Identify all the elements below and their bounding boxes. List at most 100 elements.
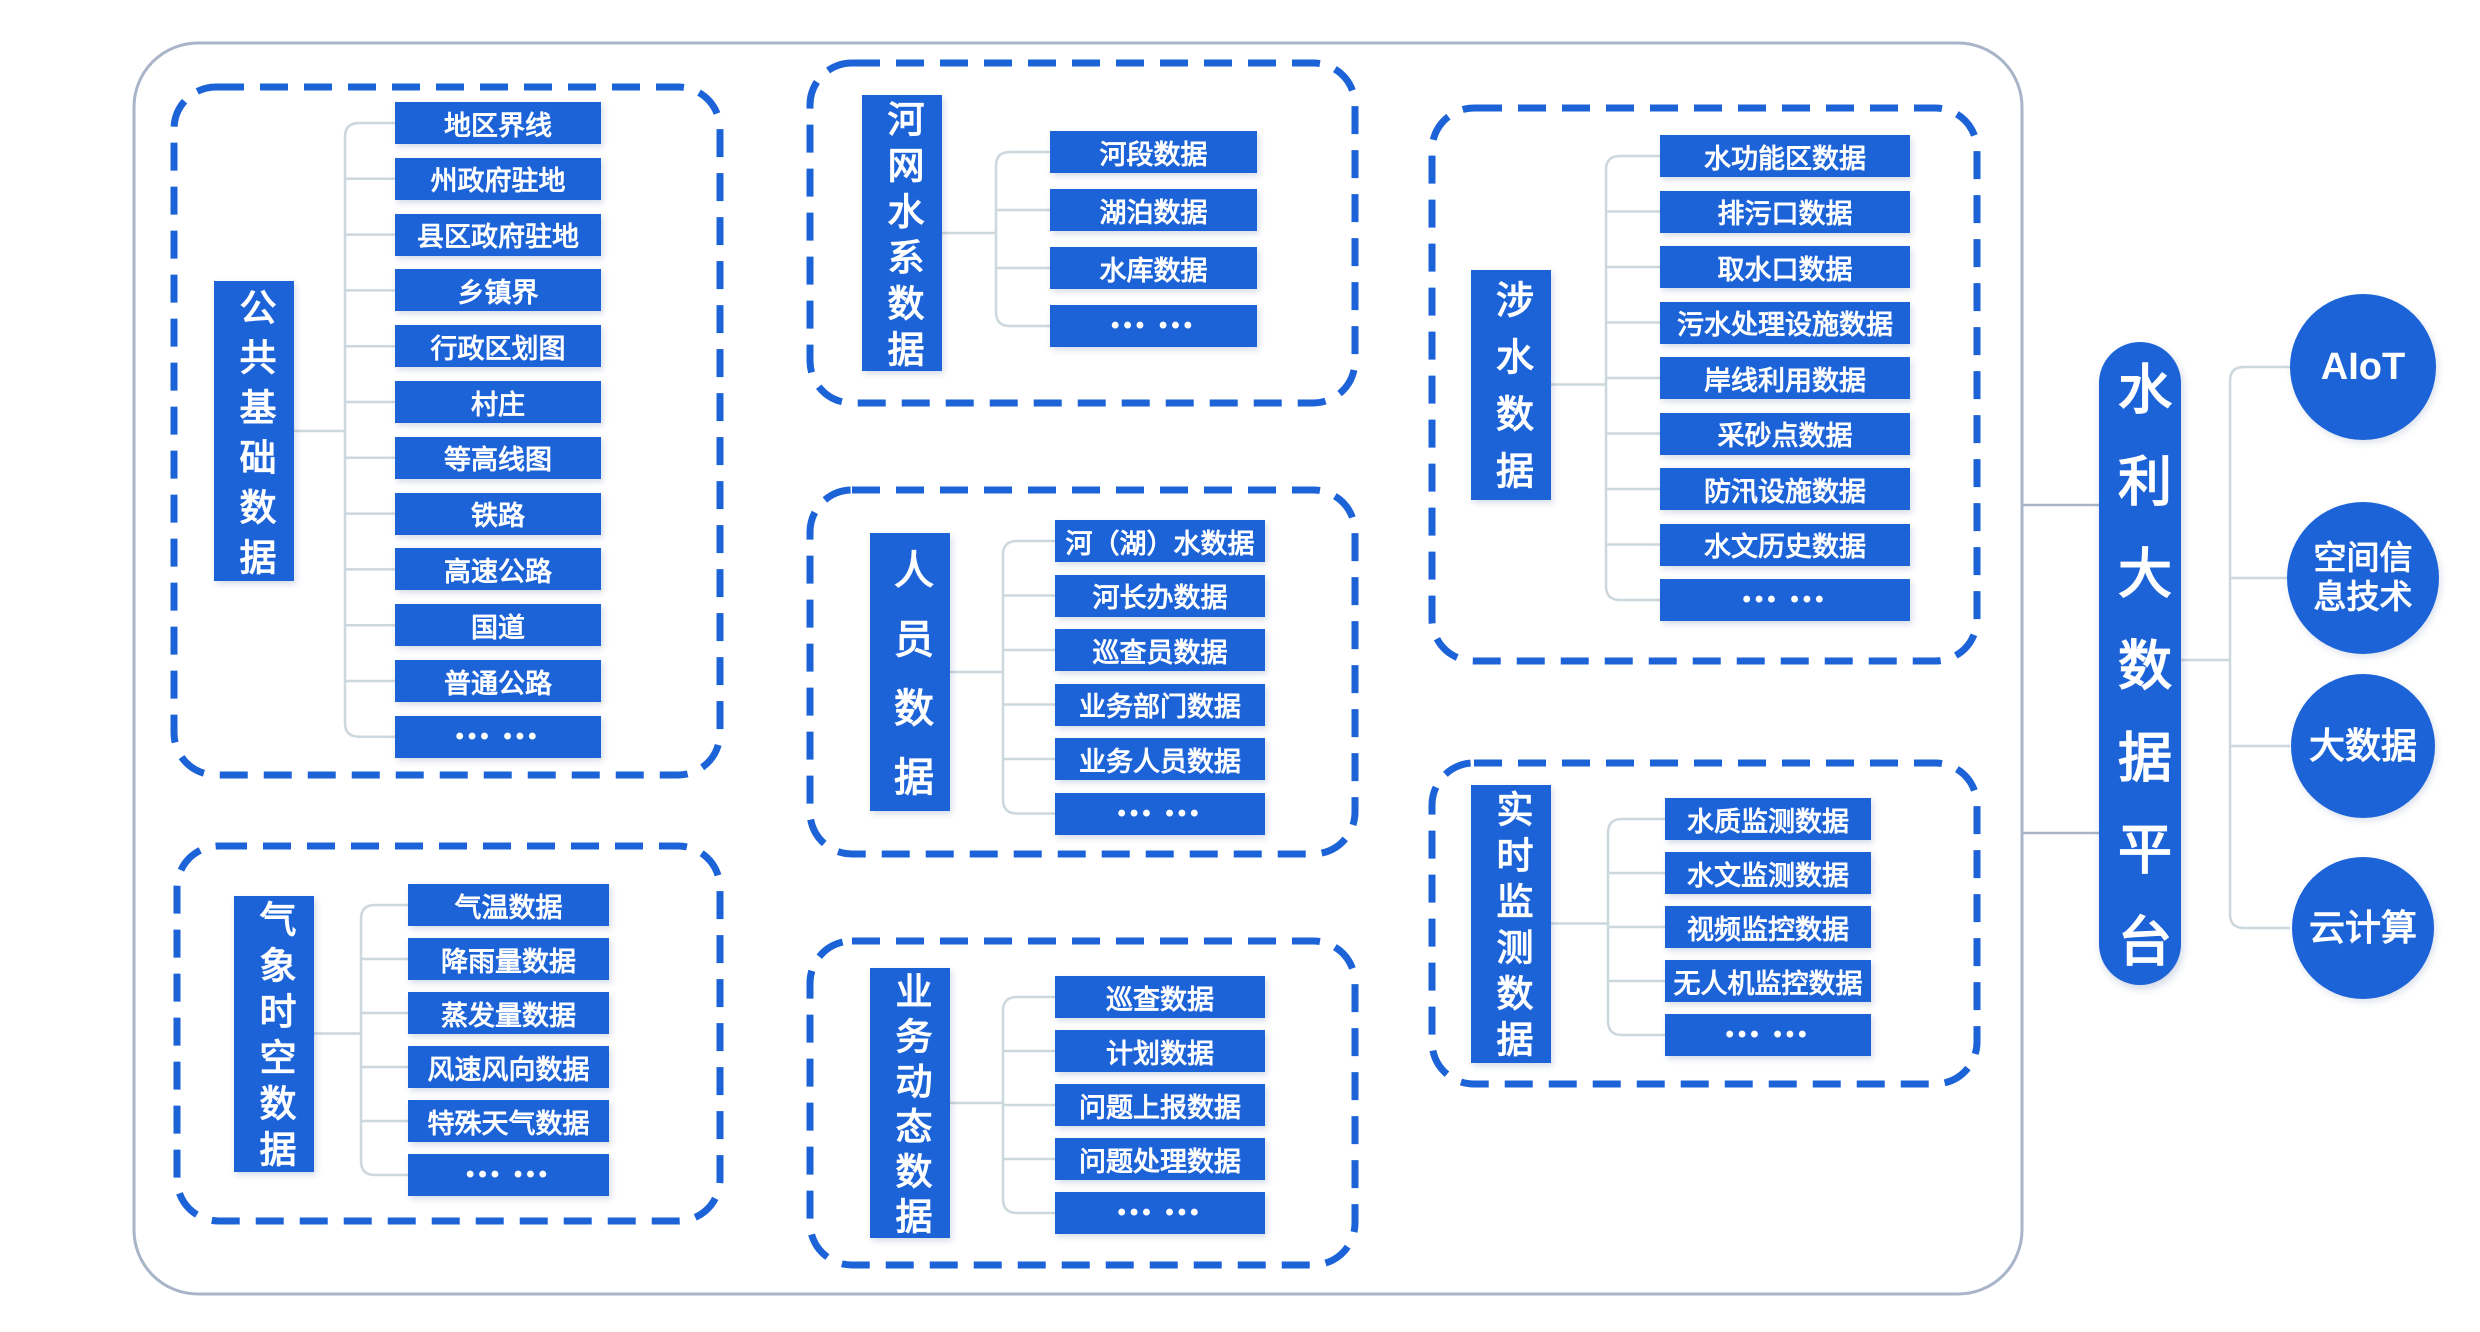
tech-node-label: 大数据	[2308, 724, 2417, 766]
item-label: 采砂点数据	[1717, 421, 1853, 451]
item-label: 水文历史数据	[1704, 532, 1866, 562]
realtime-monitoring-data-item: 水质监测数据	[1665, 798, 1871, 840]
item-label: ••• •••	[1117, 1199, 1203, 1226]
group-label-text: 河网水系数据	[882, 99, 923, 376]
personnel-data-item: 河长办数据	[1055, 574, 1265, 617]
meteorological-data-item: 降雨量数据	[408, 938, 609, 980]
group-label-personnel-data: 人员数据	[870, 533, 950, 825]
tech-node-label: AIoT	[2320, 345, 2406, 388]
personnel-data-item: 业务人员数据	[1055, 738, 1265, 780]
item-label: 水质监测数据	[1687, 806, 1849, 837]
item-label: 水功能区数据	[1704, 143, 1866, 174]
group-outline-water-related-data	[1428, 104, 1981, 665]
business-dynamic-data-item: 巡查数据	[1055, 976, 1265, 1018]
meteorological-data-item: 特殊天气数据	[408, 1100, 609, 1142]
water-related-data-item: 污水处理设施数据	[1660, 301, 1910, 344]
group-outline-public-basic-data	[170, 83, 724, 779]
group-outline-business-dynamic-data	[806, 937, 1359, 1269]
item-label: 高速公路	[444, 556, 552, 587]
group-outline-personnel-data	[806, 486, 1359, 858]
group-outline-realtime-monitoring-data	[1428, 759, 1981, 1088]
business-dynamic-data-item: ••• •••	[1055, 1192, 1265, 1234]
item-label: 水库数据	[1099, 255, 1208, 286]
public-basic-data-item: 普通公路	[395, 660, 601, 702]
tech-node-label: 云计算	[2308, 906, 2417, 948]
item-label: 排污口数据	[1717, 199, 1853, 229]
platform-node: 水利大数据平台	[2099, 342, 2181, 1005]
public-basic-data-item: 等高线图	[395, 436, 601, 479]
item-label: 县区政府驻地	[417, 222, 579, 253]
group-label-realtime-monitoring-data: 实时监测数据	[1471, 784, 1551, 1066]
personnel-data-item: 河（湖）水数据	[1055, 520, 1265, 562]
item-label: 降雨量数据	[441, 946, 576, 977]
item-label: 国道	[471, 612, 525, 643]
tech-node-aiot: AIoT	[2290, 294, 2436, 440]
water-related-data-item: 排污口数据	[1660, 190, 1910, 233]
platform-label: 水利大数据平台	[2109, 360, 2170, 1005]
item-label: 防汛设施数据	[1704, 476, 1866, 507]
tech-node-spatial-info-tech: 空间信息技术	[2287, 502, 2439, 654]
personnel-data-item: ••• •••	[1055, 792, 1265, 835]
water-related-data-item: 取水口数据	[1660, 246, 1910, 288]
meteorological-data-item: ••• •••	[408, 1154, 609, 1196]
business-dynamic-data-item: 问题上报数据	[1055, 1084, 1265, 1126]
item-label: 蒸发量数据	[441, 1000, 576, 1031]
item-label: 风速风向数据	[427, 1054, 590, 1085]
group-label-text: 人员数据	[888, 548, 932, 825]
group-label-text: 气象时空数据	[254, 900, 295, 1176]
meteorological-data-item: 气温数据	[408, 884, 609, 926]
item-label: ••• •••	[1742, 586, 1828, 613]
river-network-data-item: 河段数据	[1050, 131, 1257, 173]
public-basic-data-item: 国道	[395, 604, 601, 647]
tech-node-big-data: 大数据	[2291, 674, 2435, 818]
water-related-data-item: 防汛设施数据	[1660, 468, 1910, 510]
business-dynamic-data-item: 计划数据	[1055, 1030, 1265, 1072]
item-label: 污水处理设施数据	[1677, 310, 1893, 340]
group-label-text: 实时监测数据	[1491, 790, 1532, 1066]
connector-spine-river-network-data	[994, 150, 1050, 328]
item-label: 巡查员数据	[1092, 637, 1228, 668]
item-label: 业务部门数据	[1079, 692, 1241, 722]
item-label: 湖泊数据	[1099, 197, 1208, 228]
item-label: 视频监控数据	[1687, 914, 1849, 945]
tech-node-cloud-computing: 云计算	[2292, 857, 2434, 999]
item-label: 问题上报数据	[1079, 1092, 1241, 1123]
meteorological-data-item: 蒸发量数据	[408, 992, 609, 1034]
item-label: 问题处理数据	[1079, 1146, 1241, 1177]
connector-spine-public-basic-data	[343, 121, 395, 739]
item-label: 州政府驻地	[430, 166, 566, 197]
item-label: 巡查数据	[1106, 984, 1214, 1015]
item-label: 无人机监控数据	[1673, 968, 1863, 999]
item-label: ••• •••	[455, 722, 541, 750]
item-label: 乡镇界	[457, 277, 539, 308]
item-label: 取水口数据	[1717, 254, 1853, 285]
realtime-monitoring-data-item: 水文监测数据	[1665, 852, 1871, 894]
group-label-text: 涉水数据	[1489, 280, 1532, 508]
river-network-data-item: ••• •••	[1050, 305, 1257, 347]
group-label-business-dynamic-data: 业务动态数据	[870, 968, 950, 1242]
meteorological-data-item: 风速风向数据	[408, 1046, 609, 1088]
item-label: 村庄	[471, 389, 525, 420]
river-network-data-item: 水库数据	[1050, 247, 1257, 289]
business-dynamic-data-item: 问题处理数据	[1055, 1138, 1265, 1180]
item-label: 岸线利用数据	[1704, 365, 1866, 396]
item-label: 等高线图	[444, 445, 552, 476]
public-basic-data-item: 地区界线	[395, 102, 601, 144]
water-related-data-item: 水文历史数据	[1660, 523, 1910, 566]
public-basic-data-item: 村庄	[395, 381, 601, 423]
connector-spine-meteorological-data	[359, 903, 408, 1177]
item-label: ••• •••	[1110, 312, 1197, 339]
group-label-river-network-data: 河网水系数据	[862, 95, 942, 376]
water-related-data-item: 岸线利用数据	[1660, 357, 1910, 399]
outer-frame	[132, 41, 2024, 1296]
item-label: 河段数据	[1099, 139, 1208, 170]
group-label-text: 业务动态数据	[890, 972, 931, 1242]
group-outline-river-network-data	[806, 59, 1359, 407]
item-label: 河长办数据	[1092, 583, 1228, 613]
public-basic-data-item: ••• •••	[395, 715, 601, 758]
river-network-data-item: 湖泊数据	[1050, 189, 1257, 231]
item-label: 计划数据	[1106, 1038, 1214, 1069]
item-label: 铁路	[471, 501, 525, 532]
